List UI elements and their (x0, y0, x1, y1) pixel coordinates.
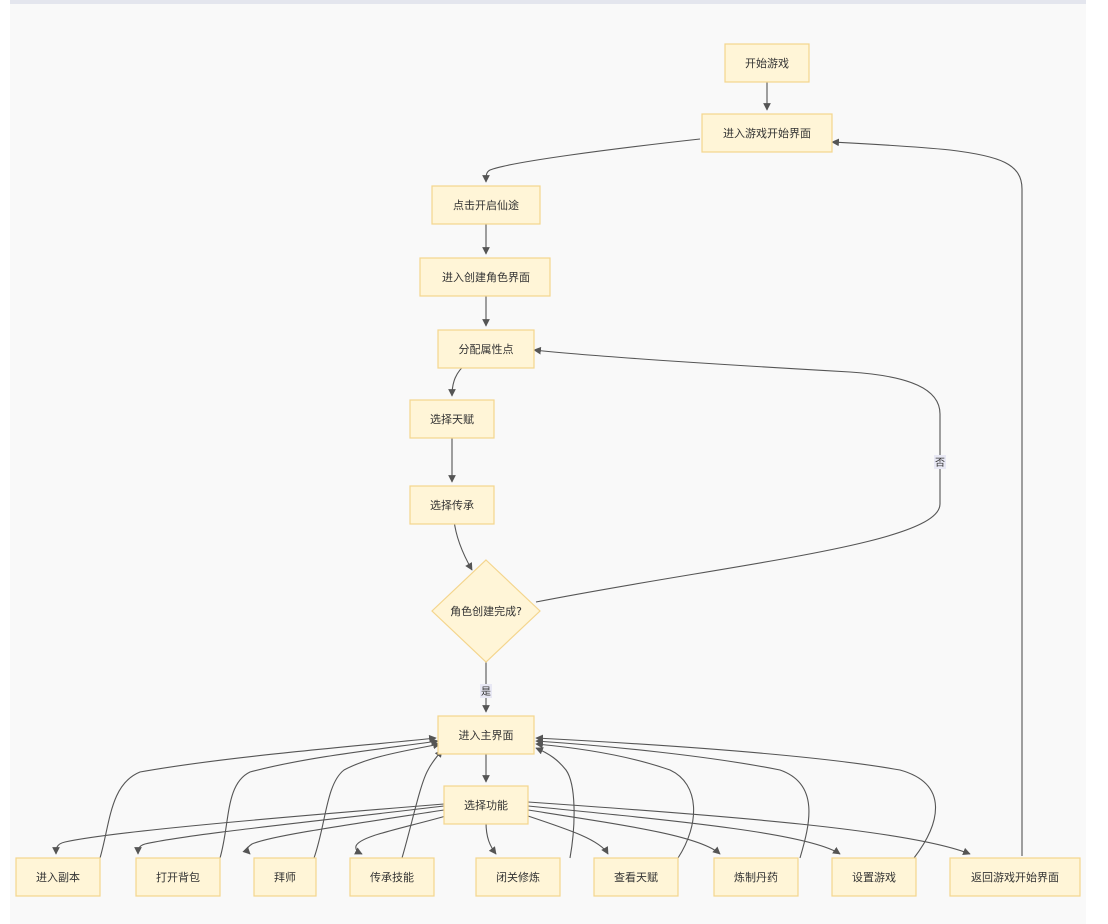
edge-seclusion-back-to-main (535, 747, 575, 859)
edge-apprentice-back-to-main (313, 741, 441, 859)
node-start: 开始游戏 (724, 43, 810, 83)
node-alchemy-label: 炼制丹药 (734, 870, 778, 884)
node-enter-start-screen-label: 进入游戏开始界面 (723, 126, 811, 140)
edge-view-talent-back-to-main (535, 740, 695, 859)
edge-function-to-view-talent (527, 815, 609, 855)
edge-function-to-return (527, 801, 971, 856)
node-choose-function-label: 选择功能 (464, 798, 508, 812)
node-enter-create-role: 进入创建角色界面 (419, 257, 551, 297)
edge-inherit-skill-back-to-main (401, 749, 443, 859)
edge-function-to-dungeon (52, 803, 445, 855)
edge-function-to-seclusion (485, 821, 497, 855)
flowchart: 否 是 开始游戏 进入游戏开始界面 点击开启仙途 进入创建角色界面 分配属性点 … (15, 43, 1081, 897)
node-enter-dungeon: 进入副本 (15, 857, 101, 897)
edge-label-yes-text: 是 (481, 686, 491, 698)
node-choose-function: 选择功能 (443, 785, 529, 825)
node-apprentice: 拜师 (253, 857, 317, 897)
edge-inherit-to-decision (453, 519, 473, 571)
node-alchemy: 炼制丹药 (713, 857, 799, 897)
edge-start-screen-to-click-open (482, 138, 701, 183)
node-choose-inherit-label: 选择传承 (430, 498, 474, 512)
node-enter-main: 进入主界面 (437, 715, 535, 755)
edge-label-no: 否 (934, 455, 946, 469)
node-inherit-skill-label: 传承技能 (370, 870, 414, 884)
node-enter-start-screen: 进入游戏开始界面 (701, 113, 833, 153)
edge-alchemy-back-to-main (535, 737, 810, 859)
node-settings-label: 设置游戏 (852, 871, 896, 884)
node-view-talent: 查看天赋 (593, 857, 679, 897)
node-open-bag: 打开背包 (135, 857, 221, 897)
edge-label-yes: 是 (480, 684, 492, 698)
node-seclusion-label: 闭关修炼 (496, 870, 540, 884)
edges (52, 79, 1023, 859)
edge-bag-back-to-main (219, 738, 439, 859)
edge-label-no-text: 否 (935, 457, 945, 469)
edge-return-to-start-screen (831, 138, 1023, 856)
node-enter-main-label: 进入主界面 (459, 729, 514, 742)
node-view-talent-label: 查看天赋 (614, 870, 658, 884)
node-enter-dungeon-label: 进入副本 (36, 870, 80, 884)
node-open-bag-label: 打开背包 (156, 870, 200, 884)
node-return-start: 返回游戏开始界面 (949, 857, 1081, 897)
node-allocate-points: 分配属性点 (437, 329, 535, 369)
node-role-done-label: 角色创建完成? (450, 604, 522, 618)
edge-function-to-alchemy (527, 809, 721, 855)
edge-function-to-settings (527, 805, 841, 855)
node-choose-talent: 选择天赋 (409, 399, 495, 439)
edge-settings-back-to-main (535, 734, 937, 859)
node-click-open-label: 点击开启仙途 (453, 198, 519, 212)
edge-function-to-apprentice (242, 809, 445, 855)
node-click-open: 点击开启仙途 (431, 185, 541, 225)
edge-allocate-to-talent (448, 363, 467, 397)
node-choose-talent-label: 选择天赋 (430, 412, 474, 426)
node-inherit-skill: 传承技能 (349, 857, 435, 897)
node-choose-inherit: 选择传承 (409, 485, 495, 525)
edge-dungeon-back-to-main (99, 734, 437, 859)
node-seclusion: 闭关修炼 (475, 857, 561, 897)
node-start-label: 开始游戏 (745, 56, 789, 70)
edge-function-to-bag (134, 805, 445, 855)
node-settings: 设置游戏 (831, 857, 917, 897)
node-role-done-decision: 角色创建完成? (431, 559, 541, 663)
node-apprentice-label: 拜师 (274, 871, 296, 884)
node-return-start-label: 返回游戏开始界面 (971, 870, 1059, 884)
node-enter-create-role-label: 进入创建角色界面 (442, 270, 530, 284)
node-allocate-points-label: 分配属性点 (459, 342, 514, 356)
diagram-canvas: 否 是 开始游戏 进入游戏开始界面 点击开启仙途 进入创建角色界面 分配属性点 … (10, 0, 1086, 924)
edge-decision-no-to-allocate (533, 346, 941, 603)
